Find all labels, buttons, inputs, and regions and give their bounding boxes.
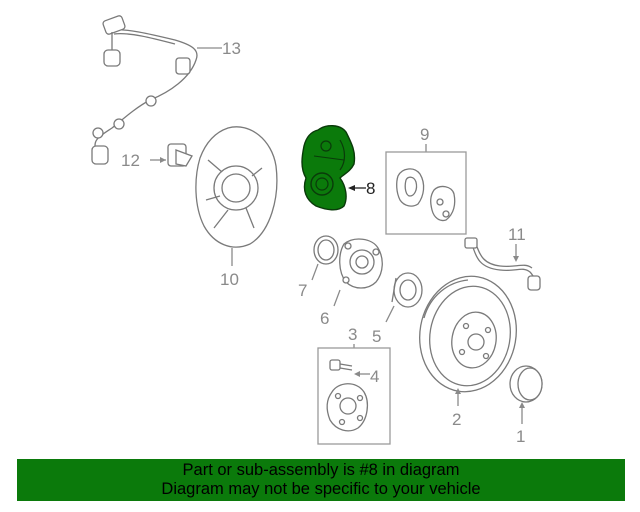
callout-8: 8 [366, 179, 375, 198]
part-1-grease-cap: 1 [509, 365, 543, 446]
callout-5: 5 [372, 327, 381, 346]
callout-11: 11 [508, 225, 526, 244]
part-9-brake-pads: 9 [385, 125, 467, 235]
banner-line-1: Part or sub-assembly is #8 in diagram [182, 461, 460, 479]
callout-12: 12 [121, 151, 140, 170]
part-8-caliper-bracket[interactable]: 8 [301, 125, 375, 211]
callout-4: 4 [370, 367, 379, 386]
part-5-bearing: 5 [372, 272, 423, 346]
part-7-o-ring: 7 [298, 235, 339, 300]
part-3-hub-bearing-box: 3 4 [317, 325, 391, 445]
callout-3: 3 [348, 325, 357, 344]
part-12-speed-sensor: 12 [121, 143, 193, 170]
part-2-brake-rotor: 2 [419, 275, 517, 429]
diagram-notice-banner: Part or sub-assembly is #8 in diagram Di… [17, 459, 625, 501]
callout-2: 2 [452, 410, 461, 429]
parts-diagram: 13 12 10 8 9 [91, 15, 543, 446]
callout-1: 1 [516, 427, 525, 446]
part-11-brake-hose: 11 [464, 225, 541, 291]
part-13-sensor-wire: 13 [91, 15, 241, 165]
callout-13: 13 [222, 39, 241, 58]
banner-line-2: Diagram may not be specific to your vehi… [161, 480, 481, 498]
callout-9: 9 [420, 125, 429, 144]
callout-10: 10 [220, 270, 239, 289]
part-6-hub-assembly: 6 [320, 238, 383, 328]
part-10-dust-shield: 10 [195, 126, 278, 289]
callout-6: 6 [320, 309, 329, 328]
callout-7: 7 [298, 281, 307, 300]
